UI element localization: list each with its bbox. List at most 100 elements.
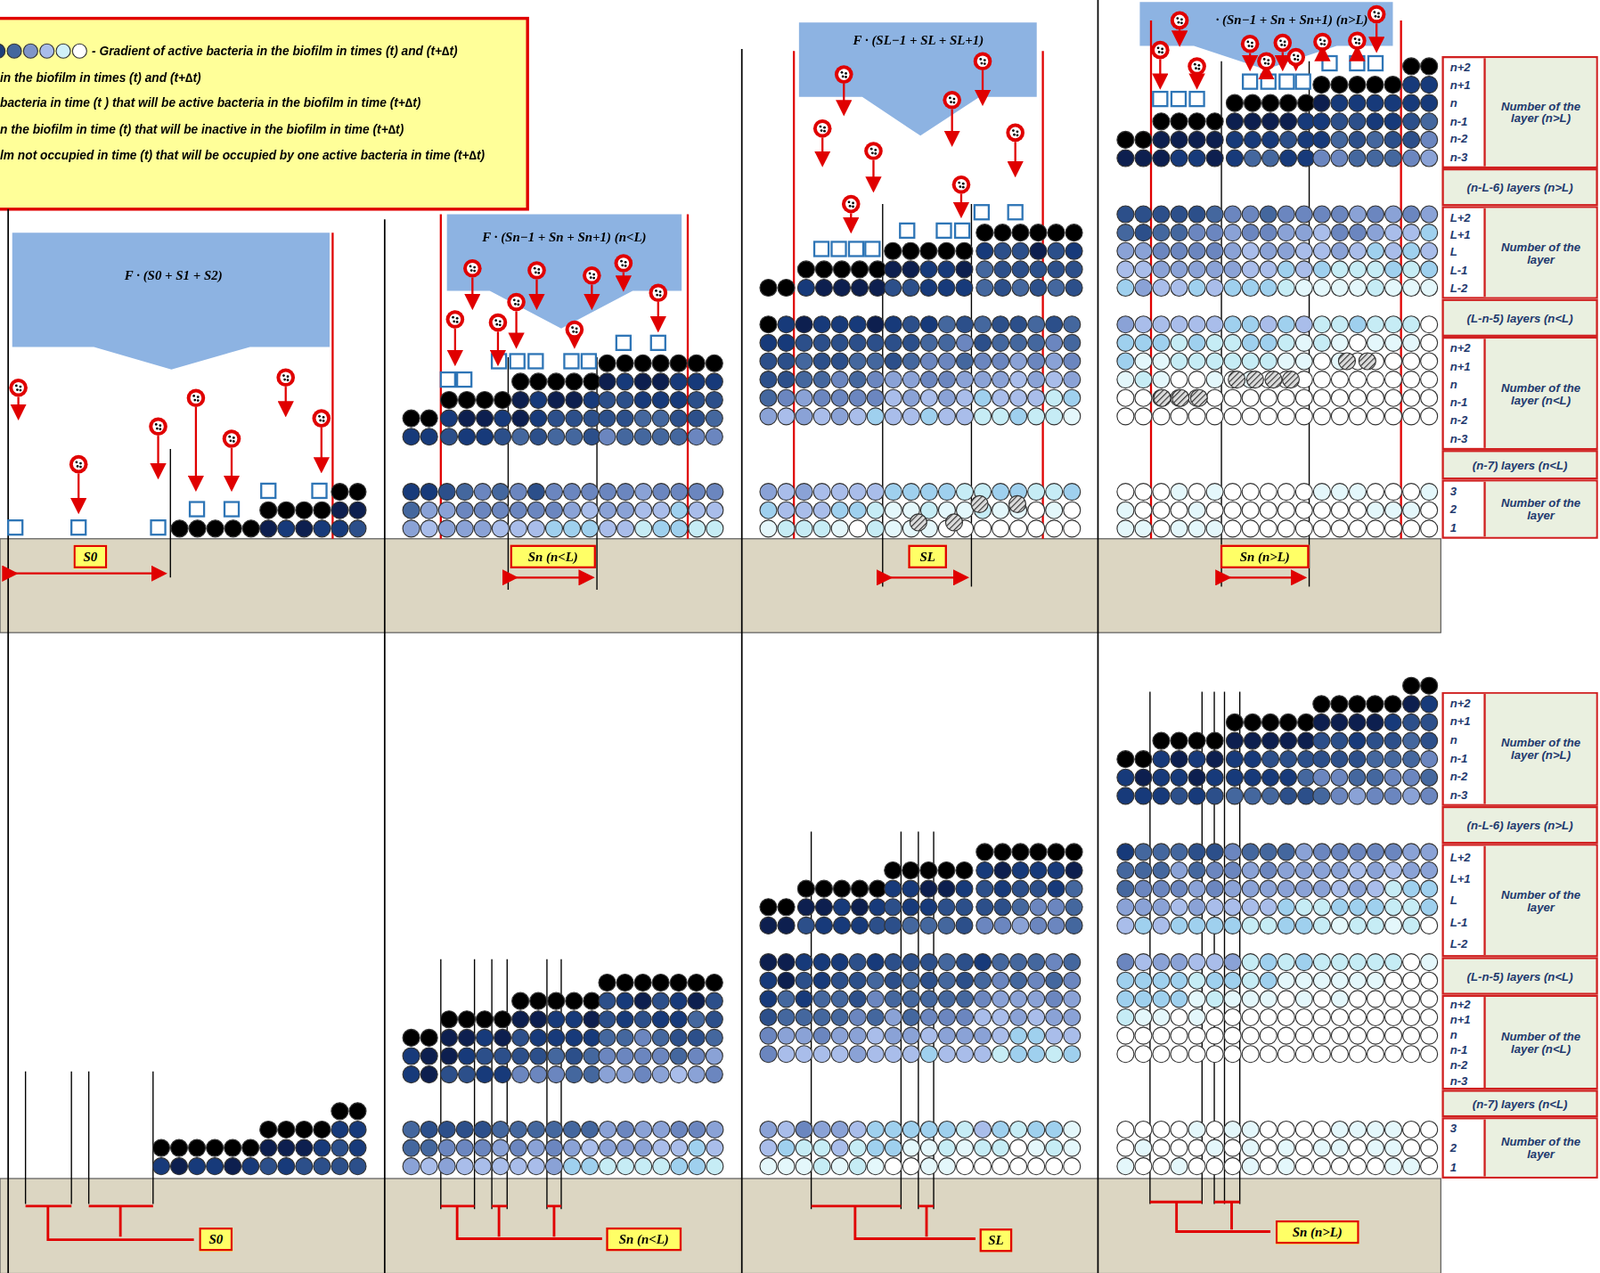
bacterium — [670, 1120, 688, 1138]
bacterium-dot — [1157, 46, 1160, 49]
planktonic-bacterium — [8, 378, 28, 398]
bacterium — [705, 1066, 723, 1084]
bacterium — [1224, 352, 1241, 370]
bacterium — [260, 501, 278, 519]
bacterium — [1225, 94, 1243, 112]
arrival-arrow — [622, 272, 625, 288]
bacterium — [224, 1158, 242, 1176]
bacterium — [1206, 732, 1224, 750]
bacterium — [402, 1120, 420, 1138]
bacterium — [1152, 205, 1170, 223]
bacterium — [1152, 113, 1170, 131]
bacterium — [813, 990, 831, 1008]
bacterium — [1348, 205, 1366, 223]
bacterium — [994, 880, 1012, 898]
bacterium — [1117, 1027, 1135, 1045]
bacterium-dot — [513, 298, 516, 302]
bacterium-dot — [1293, 57, 1297, 61]
bacterium — [1045, 408, 1063, 425]
bacterium — [473, 1139, 491, 1157]
bacterium — [1259, 501, 1277, 519]
bacterium — [1063, 1139, 1081, 1157]
bacterium — [955, 242, 973, 260]
bacterium — [1313, 408, 1331, 425]
planktonic-bacterium — [1351, 35, 1364, 48]
bacterium — [440, 428, 458, 446]
bacterium — [1224, 205, 1241, 223]
bacterium — [1313, 898, 1331, 916]
bacterium — [687, 1047, 705, 1065]
bacterium — [687, 1066, 705, 1084]
bacterium — [1403, 880, 1421, 898]
bacterium-dot — [1322, 42, 1326, 46]
bacterium — [795, 352, 813, 370]
bacterium — [512, 992, 530, 1010]
bacterium — [759, 278, 777, 296]
inactive-bacterium — [1246, 371, 1264, 389]
bacterium — [1170, 1158, 1188, 1176]
bacterium — [1065, 916, 1083, 934]
bacterium — [1028, 371, 1045, 389]
bacterium — [1384, 732, 1402, 750]
ground — [0, 538, 1441, 1273]
bacterium — [527, 1139, 545, 1157]
planktonic-bacterium — [973, 51, 993, 71]
bacterium — [920, 1120, 938, 1138]
bacterium — [1188, 501, 1206, 519]
bacterium — [1134, 1139, 1152, 1157]
arrival-arrow — [156, 435, 159, 476]
bacterium — [920, 483, 938, 501]
bacterium — [581, 483, 599, 501]
bacterium — [1330, 898, 1348, 916]
bacterium — [458, 1047, 476, 1065]
bacterium — [598, 1047, 616, 1065]
bacterium — [795, 501, 813, 519]
bacterium — [1403, 1120, 1421, 1138]
bacterium — [565, 1066, 583, 1084]
bacterium — [1403, 862, 1421, 880]
bacterium — [795, 971, 813, 989]
planktonic-bacterium — [510, 296, 523, 309]
bacterium — [1295, 261, 1313, 278]
bacterium — [1206, 787, 1224, 805]
vacant-site — [457, 372, 472, 387]
bacterium — [920, 971, 938, 989]
bacterium — [1047, 898, 1065, 916]
bacterium — [456, 1120, 474, 1138]
bacterium — [1225, 713, 1243, 731]
bacterium — [884, 990, 902, 1008]
bacterium — [1330, 149, 1348, 167]
bacterium — [1134, 971, 1152, 989]
bacterium — [1063, 990, 1081, 1008]
bacterium — [1188, 1158, 1206, 1176]
bacterium — [1225, 130, 1243, 148]
layer-number: n+1 — [1450, 1013, 1485, 1027]
bacterium — [402, 1066, 420, 1084]
bacterium-dot — [1279, 39, 1282, 42]
bacterium — [1152, 1008, 1170, 1026]
bacterium — [974, 954, 992, 972]
bacterium — [1420, 371, 1438, 389]
bacterium — [1170, 1120, 1188, 1138]
bacterium — [777, 1027, 795, 1045]
bacterium — [813, 954, 831, 972]
bacterium — [473, 501, 491, 519]
layer-number: n-3 — [1450, 151, 1485, 164]
bacterium — [1206, 954, 1224, 972]
layer-number: n+1 — [1450, 79, 1485, 92]
layer-caption-text: Number of the layer — [1487, 240, 1594, 265]
bacterium — [438, 501, 456, 519]
bacterium — [1206, 751, 1224, 768]
bacterium — [1403, 1008, 1421, 1026]
bacterium — [1403, 483, 1421, 501]
bacterium — [1029, 261, 1047, 278]
bacterium — [1384, 130, 1402, 148]
bacterium — [795, 954, 813, 972]
bacterium — [705, 1028, 723, 1046]
layer-panel: 321Number of the layer — [1441, 1117, 1598, 1179]
bacterium — [832, 880, 850, 898]
bacterium — [1065, 224, 1083, 242]
bacterium — [1385, 483, 1403, 501]
area-label: S0 — [73, 545, 107, 569]
bacterium — [1259, 483, 1277, 501]
